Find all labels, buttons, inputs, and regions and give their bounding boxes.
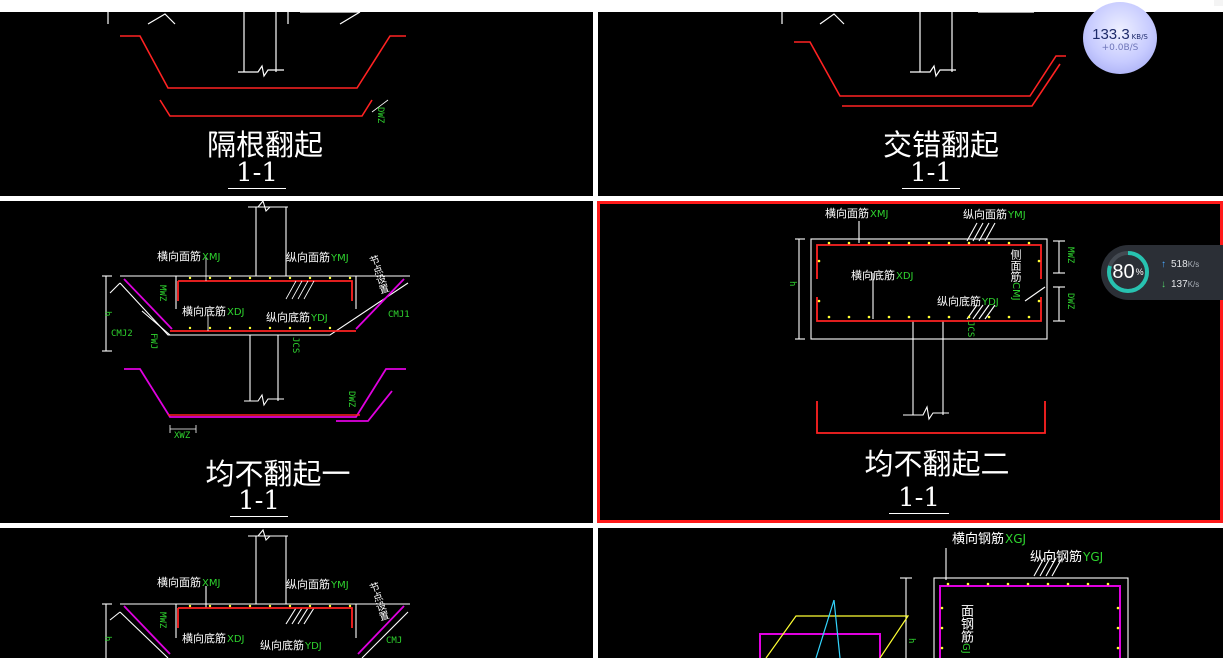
panel-title: 均不翻起一 (205, 457, 351, 491)
longitudinal-top-rebar-label: 纵向面筋YMJ (286, 251, 349, 264)
transverse-top-rebar-label: 横向面筋XMJ (157, 250, 221, 263)
system-meter-widget[interactable]: 80% ↑518K/s ↓137K/s (1101, 245, 1223, 300)
panel-title: 均不翻起二 (864, 447, 1010, 481)
cmj2-label: CMJ2 (111, 329, 133, 339)
cmj-label: CMJ (386, 636, 403, 646)
transverse-rebar-label: 横向钢筋XGJ (952, 532, 1027, 547)
section-label: 1-1 (889, 483, 949, 514)
drawing-alternate-bend-up (107, 12, 406, 117)
upload-rate: ↑518K/s (1161, 259, 1200, 270)
side-rebar-label: 侧面筋CMJ (1009, 249, 1022, 301)
drawing-no-bend-up-one (102, 201, 410, 433)
section-label: 1-1 (902, 158, 960, 189)
longitudinal-bottom-rebar-label: 纵向底筋YDJ (260, 639, 322, 652)
height-label: h (102, 311, 112, 317)
cmj1-label: CMJ1 (388, 310, 410, 320)
longitudinal-top-rebar-label: 纵向面筋YMJ (286, 578, 349, 591)
panel-title: 交错翻起 (882, 128, 999, 162)
scrollbar-corner[interactable] (1214, 0, 1223, 6)
longitudinal-bottom-rebar-label: 纵向底筋YDJ (266, 311, 328, 324)
fwj-label: FWJ (148, 333, 158, 350)
panel-title: 隔根翻起 (206, 128, 323, 162)
longitudinal-bottom-rebar-label: 纵向底筋YDJ (937, 295, 999, 308)
dwz-label: DWZ (375, 107, 385, 124)
transverse-top-rebar-label: 横向面筋XMJ (825, 207, 889, 220)
side-rebar-label: 面钢筋GJ (958, 604, 973, 654)
download-rate: ↓137K/s (1161, 279, 1200, 290)
drawing-bottom-right (759, 548, 1129, 658)
dwz-label: DWZ (1065, 293, 1075, 310)
usage-gauge-icon (1107, 251, 1149, 293)
transverse-bottom-rebar-label: 横向底筋XDJ (182, 632, 245, 645)
panel-bottom-right[interactable]: 横向钢筋XGJ 纵向钢筋YGJ 面钢筋GJ h (598, 528, 1223, 658)
longitudinal-rebar-label: 纵向钢筋YGJ (1030, 550, 1104, 565)
section-label: 1-1 (228, 158, 286, 189)
speed-delta: +0.0B/S (1101, 42, 1139, 53)
section-label: 1-1 (230, 486, 288, 517)
panel-alternate-bend-up[interactable]: DWZ 隔根翻起 1-1 (0, 12, 593, 196)
longitudinal-top-rebar-label: 纵向面筋YMJ (963, 208, 1026, 221)
xwz-label: XWZ (174, 431, 191, 441)
speed-value: 133.3 (1092, 25, 1130, 43)
drawing-staggered-bend-up (781, 12, 1066, 107)
jcs-label: JCS (965, 321, 975, 338)
jcs-label: JCS (290, 337, 300, 354)
transverse-bottom-rebar-label: 横向底筋XDJ (182, 305, 245, 318)
mwz-label: MWZ (157, 612, 167, 629)
drawing-bottom-left (102, 528, 410, 658)
download-arrow-icon: ↓ (1161, 279, 1166, 290)
height-label: h (906, 638, 916, 644)
upload-arrow-icon: ↑ (1161, 259, 1166, 270)
drawing-no-bend-up-two (795, 221, 1065, 434)
mwz-label: MWZ (1065, 247, 1075, 264)
panel-bottom-left[interactable]: 横向面筋XMJ 纵向面筋YMJ 横向底筋XDJ 纵向底筋YDJ 节点设置 CMJ… (0, 528, 593, 658)
mwz-label: MWZ (157, 285, 167, 302)
height-label: h (102, 636, 112, 642)
usage-percent: 80% (1112, 260, 1144, 283)
transverse-bottom-rebar-label: 横向底筋XDJ (851, 269, 914, 282)
dwz-label: DWZ (346, 391, 356, 408)
transverse-top-rebar-label: 横向面筋XMJ (157, 576, 221, 589)
speed-unit: KB/S (1131, 32, 1148, 41)
height-label: h (787, 281, 797, 287)
panel-no-bend-up-one[interactable]: 横向面筋XMJ 纵向面筋YMJ 横向底筋XDJ 纵向底筋YDJ 节点设置 CMJ… (0, 201, 593, 523)
